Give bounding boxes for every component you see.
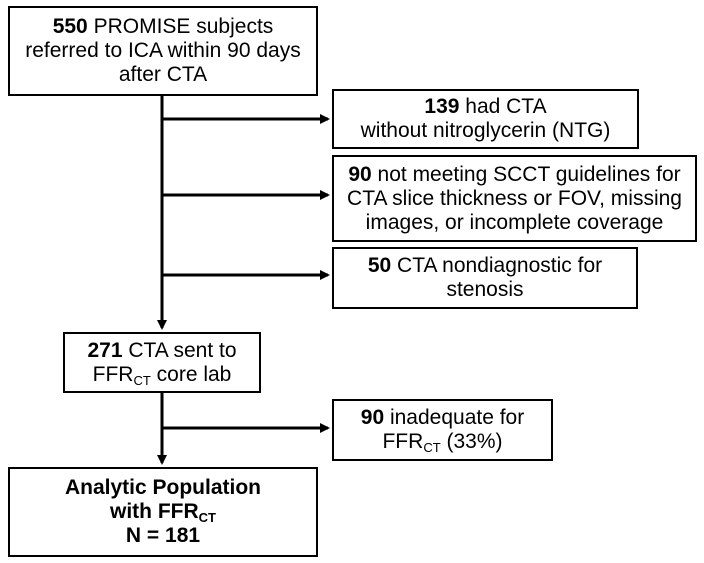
- count-sent-core-lab: 271: [87, 338, 123, 362]
- box-sent-to-core-lab: 271 CTA sent to FFRCT core lab: [63, 332, 261, 393]
- box-exclusion-no-ntg: 139 had CTA without nitroglycerin (NTG): [332, 89, 639, 149]
- box-analytic-population: Analytic Population with FFRCT N = 181: [8, 467, 318, 557]
- box-promise-subjects: 550 PROMISE subjects referred to ICA wit…: [8, 6, 318, 96]
- box-exclusion-nondiagnostic: 50 CTA nondiagnostic for stenosis: [332, 247, 638, 309]
- count-inadequate: 90: [360, 406, 385, 429]
- count-promise: 550: [52, 15, 88, 38]
- count-scct: 90: [348, 162, 372, 186]
- count-no-ntg: 139: [424, 95, 460, 118]
- box-exclusion-inadequate: 90 inadequate for FFRCT (33%): [332, 399, 553, 461]
- count-nondiagnostic: 50: [367, 254, 392, 277]
- box-exclusion-scct: 90 not meeting SCCT guidelines for CTA s…: [332, 155, 697, 242]
